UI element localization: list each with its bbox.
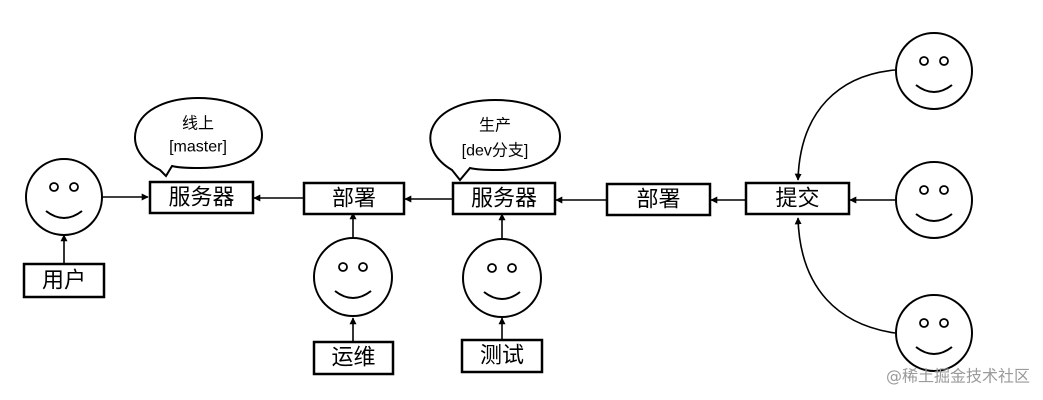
box-ops-label: 运维 bbox=[331, 346, 375, 371]
smiley-face-icon-dev-bottom bbox=[895, 294, 973, 372]
arrow-dev-top-to-commit bbox=[794, 69, 896, 181]
bubble-online: 线上 [master] bbox=[134, 96, 264, 178]
box-user: 用户 bbox=[22, 262, 106, 299]
box-user-label: 用户 bbox=[42, 269, 86, 294]
box-server-prod: 服务器 bbox=[451, 181, 557, 216]
box-test-label: 测试 bbox=[480, 344, 524, 369]
box-ops: 运维 bbox=[312, 340, 395, 376]
box-server-prod-label: 服务器 bbox=[471, 187, 537, 212]
box-server-online: 服务器 bbox=[148, 180, 255, 215]
smiley-face-icon-user bbox=[25, 158, 103, 236]
box-deploy-1-label: 部署 bbox=[332, 187, 376, 212]
box-deploy-2-label: 部署 bbox=[636, 188, 680, 213]
box-test: 测试 bbox=[460, 338, 544, 374]
bubble-prod-line1: 生产 bbox=[479, 117, 511, 135]
watermark-text: @稀土掘金技术社区 bbox=[886, 367, 1030, 386]
box-server-online-label: 服务器 bbox=[168, 186, 234, 211]
arrow-dev-bottom-to-commit bbox=[794, 217, 896, 334]
arrows bbox=[60, 69, 896, 341]
box-commit-label: 提交 bbox=[775, 187, 819, 212]
box-commit: 提交 bbox=[744, 181, 851, 216]
box-deploy-2: 部署 bbox=[605, 182, 712, 217]
smiley-face-icon-test bbox=[462, 238, 542, 318]
box-deploy-1: 部署 bbox=[302, 181, 406, 216]
bubble-prod: 生产 [dev分支] bbox=[429, 98, 562, 182]
smiley-face-icon-ops bbox=[313, 237, 393, 317]
smiley-face-icon-dev-middle bbox=[895, 161, 973, 239]
bubble-online-line2: [master] bbox=[169, 139, 227, 156]
bubble-prod-line2: [dev分支] bbox=[462, 142, 529, 160]
bubble-online-line1: 线上 bbox=[182, 115, 214, 133]
smiley-face-icon-dev-top bbox=[895, 32, 973, 110]
